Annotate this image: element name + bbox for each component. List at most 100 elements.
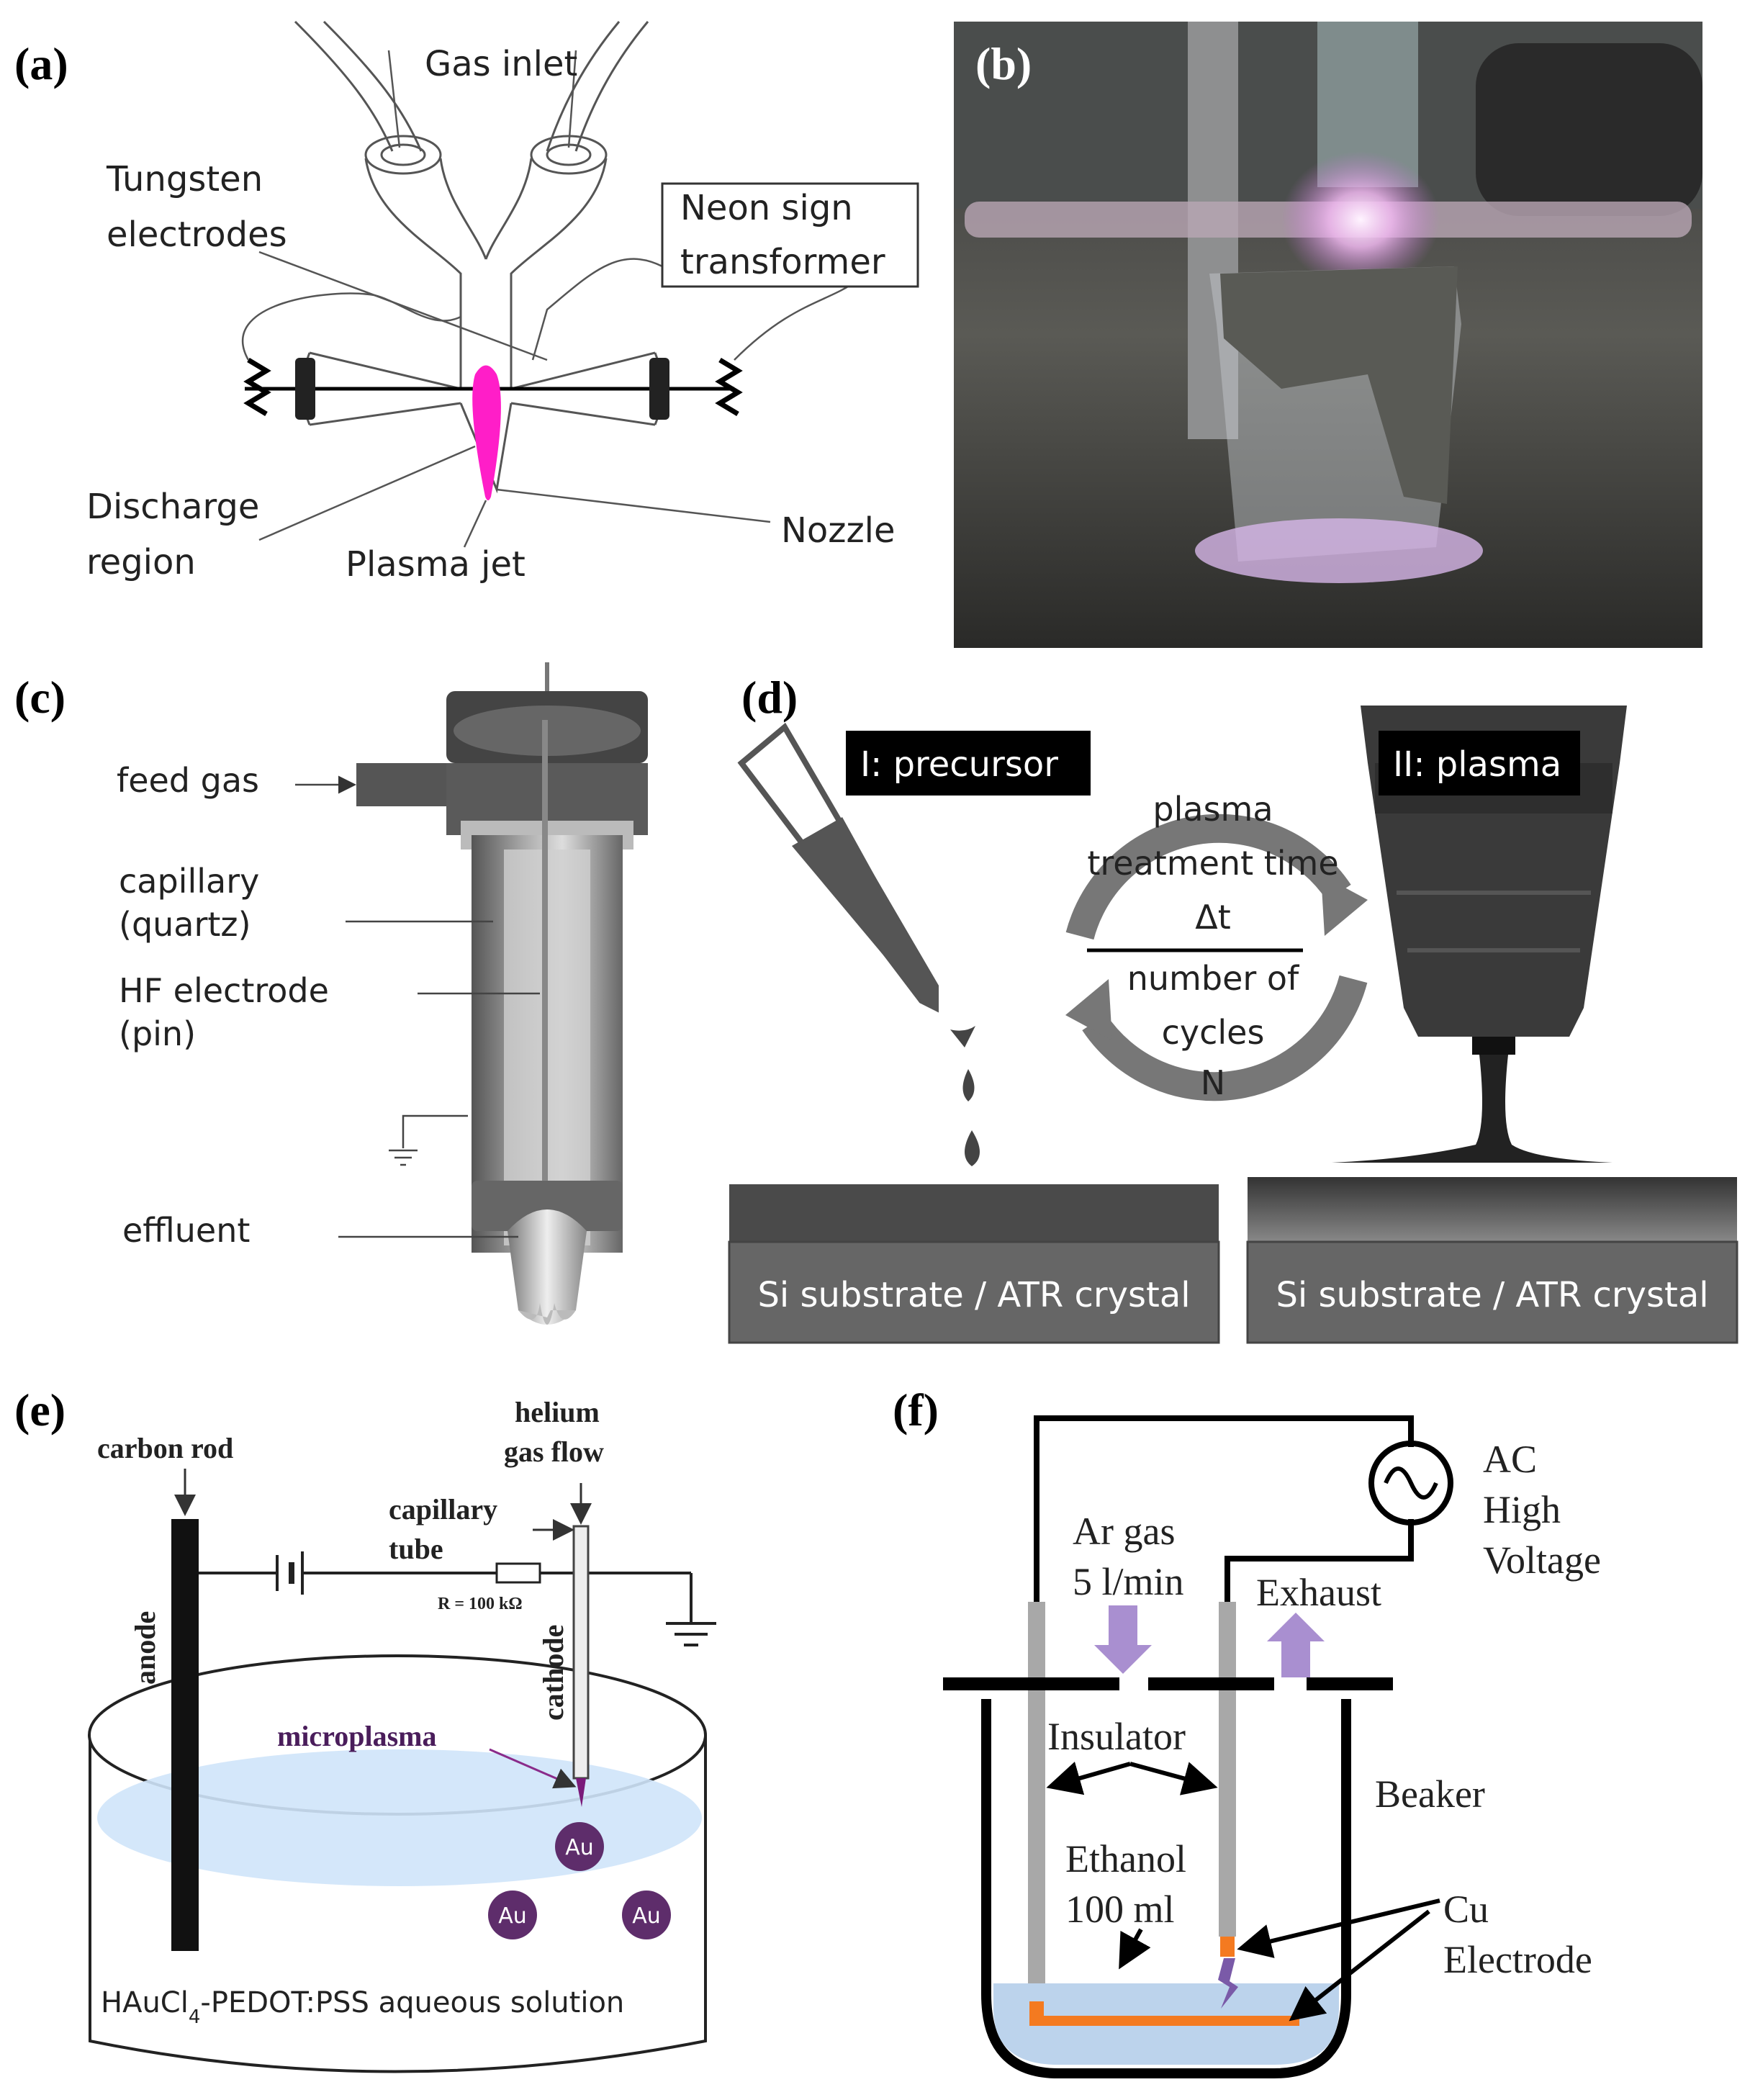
panel-c-label: (c) [14, 672, 66, 723]
helium-label-line1: helium [515, 1396, 600, 1428]
panel-d: (d) I: precursor II: plasma plasma treat… [728, 672, 1738, 1344]
ac-label-line3: Voltage [1483, 1538, 1601, 1582]
effluent-plume [508, 1209, 587, 1325]
beaker [981, 1699, 1351, 2078]
substrate-right-label: Si substrate / ATR crystal [1276, 1275, 1708, 1315]
cycle-arrow-top [1065, 814, 1351, 940]
connector-left [243, 357, 271, 417]
ac-circuit [1034, 1415, 1453, 1602]
cycle-label-2: treatment time [1087, 844, 1338, 883]
exhaust-label: Exhaust [1256, 1571, 1381, 1614]
ac-label-line2: High [1483, 1488, 1561, 1531]
cu-label-line1: Cu [1443, 1888, 1489, 1931]
neon-box [661, 182, 919, 288]
ar-gas-arrow [1094, 1605, 1152, 1674]
cu-electrode-bottom [1033, 2016, 1299, 2026]
feed-gas-inlet [356, 763, 454, 806]
plasma-label: II: plasma [1393, 744, 1561, 785]
cycle-arrow-bottom-head [1065, 979, 1112, 1040]
aluminium-foil [1220, 266, 1458, 504]
plasma-box [1379, 731, 1580, 796]
ethanol-label-line1: Ethanol [1065, 1837, 1186, 1880]
hf-electrode-label-line2: (pin) [119, 1014, 196, 1053]
cu-electrode-right [1220, 1937, 1235, 1957]
substrate-left-label: Si substrate / ATR crystal [757, 1275, 1190, 1315]
gas-inlet-label: Gas inlet [425, 44, 577, 84]
panel-b-label: (b) [975, 38, 1032, 89]
discharge-label-line1: Discharge [86, 487, 259, 527]
electrode-right [1219, 1602, 1236, 1937]
insulator-label: Insulator [1047, 1715, 1186, 1758]
cycle-label-4: number of [1127, 959, 1300, 998]
panel-f: (f) AC [893, 1384, 1601, 2078]
au-particle-3 [622, 1891, 671, 1939]
cycle-arrow-top-head [1321, 875, 1368, 936]
cu-label-line2: Electrode [1443, 1938, 1592, 1981]
cycle-label-5: cycles [1162, 1013, 1265, 1052]
exhaust-arrow [1267, 1613, 1325, 1677]
film-right [1248, 1177, 1737, 1242]
drop-1 [950, 1026, 975, 1047]
substrate-left [728, 1240, 1220, 1344]
panel-e: (e) A [14, 1384, 716, 2073]
solution-label: HAuCl4-PEDOT:PSS aqueous solution [101, 1986, 624, 2028]
panel-c-leaders [295, 775, 540, 1238]
substrate-right [1246, 1240, 1738, 1344]
au-particle-2 [488, 1891, 537, 1939]
electrode-cap-left [295, 358, 315, 420]
drop-2 [962, 1069, 975, 1101]
lid-middle [1148, 1677, 1274, 1690]
panel-f-label: (f) [893, 1384, 939, 1436]
effluent-tip [518, 1303, 576, 1325]
liquid-glow [1195, 518, 1483, 583]
capillary-tube-label-line2: tube [389, 1533, 443, 1565]
microplasma-arrow [489, 1748, 577, 1789]
precursor-label: I: precursor [860, 744, 1058, 785]
ar-gas-label-line1: Ar gas [1073, 1510, 1175, 1553]
anode-label: anode [129, 1611, 161, 1685]
panel-c: (c) feed gas capillary (quartz) HF elect… [14, 662, 648, 1325]
cu-electrode-left [1029, 2001, 1044, 2026]
electrode-cap-right [649, 358, 669, 420]
ac-label-line1: AC [1483, 1438, 1537, 1481]
film-left [729, 1184, 1219, 1242]
feed-gas-label: feed gas [117, 761, 259, 800]
ethanol-label-line2: 100 ml [1065, 1888, 1175, 1931]
au-label-1: Au [565, 1835, 594, 1860]
capillary-label-line2: (quartz) [119, 905, 251, 944]
precursor-box [846, 731, 1091, 796]
panel-b: (b) [954, 22, 1702, 648]
carbon-rod [171, 1519, 199, 1951]
helium-label-line2: gas flow [504, 1436, 604, 1468]
tungsten-label-line2: electrodes [107, 215, 287, 255]
cable-shadow [1476, 43, 1702, 216]
lid-left [943, 1677, 1119, 1690]
discharge-label-line2: region [86, 542, 196, 582]
gas-inlet-tubes [294, 20, 649, 389]
cycle-label-1: plasma [1153, 790, 1273, 829]
effluent-label: effluent [122, 1211, 250, 1250]
panel-a: (a) [14, 20, 919, 585]
plasma-glow [1281, 151, 1440, 288]
carbon-rod-label: carbon rod [97, 1432, 233, 1464]
drop-3 [965, 1130, 980, 1166]
electrode-left [1028, 1602, 1045, 1994]
capillary-tube [572, 1525, 590, 1780]
cycle-label-3: Δt [1195, 898, 1231, 937]
pipette-liquid [792, 817, 936, 1008]
panel-e-label: (e) [14, 1384, 66, 1436]
solution-surface [97, 1749, 702, 1886]
plasma-jet-label: Plasma jet [346, 544, 526, 585]
capillary-tube-label-line1: capillary [389, 1493, 497, 1526]
cathode-label: cathode [537, 1625, 569, 1721]
au-particle-1 [555, 1822, 604, 1871]
microplasma-label: microplasma [277, 1720, 436, 1752]
plasma-effluent [1332, 1055, 1613, 1163]
cycle-label-6: N [1201, 1063, 1225, 1102]
panel-a-leaders [241, 50, 857, 548]
discharge-spark [1218, 1958, 1238, 2009]
au-label-3: Au [632, 1903, 661, 1929]
circuit [199, 1551, 716, 1646]
neon-label-line1: Neon sign [680, 188, 853, 228]
